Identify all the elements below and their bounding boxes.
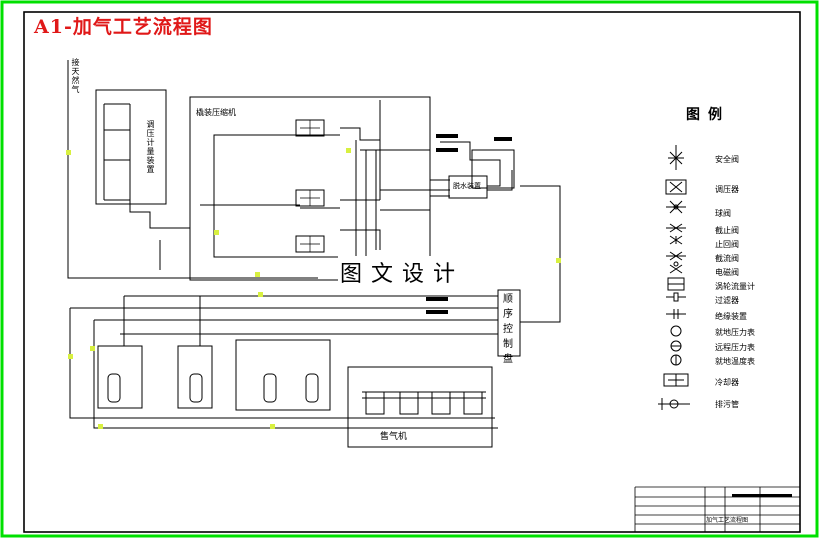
ball-valve-icon <box>666 200 686 214</box>
dryer-box <box>448 175 488 199</box>
legend-label-local-gauge: 就地压力表 <box>715 328 755 337</box>
turbine-flowmeter-icon <box>667 277 685 291</box>
control-panel-box <box>497 289 521 357</box>
legend-label-thermometer: 就地温度表 <box>715 357 755 366</box>
compressor-skid-box <box>189 96 431 281</box>
compressor-header <box>200 134 300 258</box>
supply-bus <box>123 295 498 346</box>
check-valve-icon <box>669 235 683 245</box>
legend-label-regulator: 调压器 <box>715 185 739 194</box>
metering-skid-label: 调压计量装置 <box>146 120 155 174</box>
remote-pressure-gauge-icon <box>670 340 682 352</box>
filter-icon <box>666 292 686 302</box>
drain-pipe-icon <box>658 398 690 410</box>
legend-label-remote-gauge: 远程压力表 <box>715 343 755 352</box>
storage-cylinder-1 <box>97 345 143 409</box>
legend-label-drain: 排污管 <box>715 400 739 409</box>
safety-valve-icon <box>668 145 684 170</box>
compressor-skid-label: 橇装压缩机 <box>196 108 236 117</box>
globe-valve-icon <box>666 223 686 233</box>
legend-label-globe-valve: 截止阀 <box>715 226 739 235</box>
legend-label-check-valve: 止回阀 <box>715 240 739 249</box>
dispenser-label: 售气机 <box>380 432 408 442</box>
control-panel-label: 顺序控制盘 <box>503 294 513 365</box>
solenoid-valve-icon <box>669 261 683 274</box>
legend-label-throttle-valve: 截流阀 <box>715 254 739 263</box>
insulation-device-icon <box>666 309 686 319</box>
legend-label-filter: 过滤器 <box>715 296 739 305</box>
pressure-regulator-icon <box>665 179 687 195</box>
cooler-icon <box>663 373 689 387</box>
legend-label-insulation: 绝缘装置 <box>715 312 747 321</box>
local-thermometer-icon <box>670 354 682 366</box>
dispenser-box <box>347 366 493 448</box>
storage-cylinder-3 <box>235 339 331 411</box>
watermark-text: 图文设计 <box>338 256 467 288</box>
drawing-frame <box>23 11 801 533</box>
storage-cylinder-2 <box>177 345 213 409</box>
metering-skid-box <box>95 89 167 205</box>
legend-title: 图例 <box>686 107 730 123</box>
metering-piping <box>103 103 131 201</box>
legend-label-flowmeter: 涡轮流量计 <box>715 282 755 291</box>
legend-label-safety-valve: 安全阀 <box>715 155 739 164</box>
gas-source-label: 接天然气 <box>71 58 80 94</box>
gas-inlet-line <box>67 60 318 279</box>
legend-label-ball-valve: 球阀 <box>715 209 731 218</box>
buffer-tank-box <box>471 149 515 189</box>
sheet-title: A1-加气工艺流程图 <box>34 16 213 38</box>
throttle-valve-icon <box>666 251 686 261</box>
legend-label-solenoid-valve: 电磁阀 <box>715 268 739 277</box>
legend-symbols <box>658 145 690 410</box>
title-block-drawing-name: 加气工艺流程图 <box>706 517 749 524</box>
dryer-label: 脱水装置 <box>453 182 481 190</box>
local-pressure-gauge-icon <box>670 325 682 337</box>
legend-label-cooler: 冷却器 <box>715 378 739 387</box>
